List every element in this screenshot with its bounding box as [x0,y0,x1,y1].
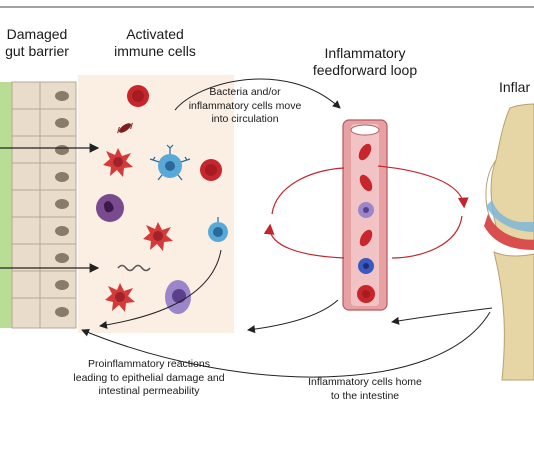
gut-epithelium [0,81,77,329]
bacterium-icon [117,264,151,272]
arrow-joint-to-vessel [391,307,493,325]
bacterium-icon [117,122,133,134]
knee-joint-icon [484,103,534,381]
blood-vessel-icon [342,119,388,311]
loop-arc-bottom-right [391,215,463,259]
label-activated-immune-cells: Activated immune cells [114,26,196,59]
neutrophil-icon [96,194,124,222]
loop-arc-top-left [271,167,345,215]
lymphocyte-activated-icon [149,144,191,181]
label-inflammatory-feedforward-loop: Inflammatory feedforward loop [312,45,418,78]
label-proinflammatory-reactions: Proinflammatory reactions leading to epi… [73,358,225,398]
label-bacteria-move-into-circulation: Bacteria and/or inflammatory cells move … [188,86,302,126]
arrow-to-circulation [174,78,341,111]
label-damaged-gut-barrier: Damaged gut barrier [5,26,69,59]
loop-arrow-left [263,223,345,259]
lymphocyte-icon [208,217,228,242]
red-blood-cell-icon [200,159,222,181]
label-joint-partial: Inflar [499,79,531,95]
loop-arrow-right [377,165,469,209]
label-inflammatory-cells-home: Inflammatory cells home to the intestine [308,376,422,402]
arrow-back-to-epithelium [99,249,222,329]
arrow-vessel-to-lamina [247,299,339,334]
red-blood-cell-icon [127,85,149,107]
arrow-home-to-intestine [81,311,491,378]
